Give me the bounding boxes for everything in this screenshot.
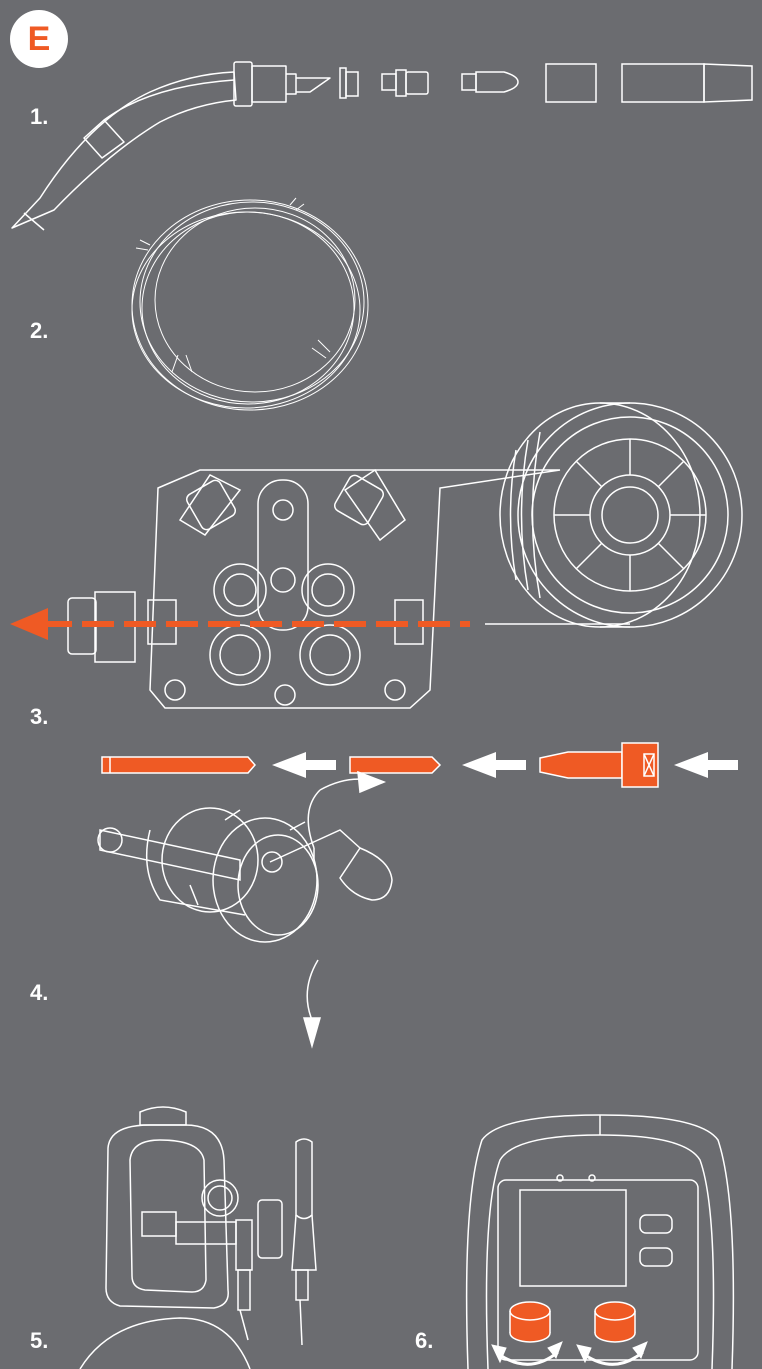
section-badge: E [10, 10, 68, 68]
wire-feeder-illustration [67, 468, 561, 709]
wire-spool-illustration [485, 402, 743, 628]
control-knobs [509, 1301, 636, 1343]
coiled-wire-illustration [131, 197, 369, 411]
contact-tip-parts [339, 63, 753, 103]
wire-path-arrow [10, 608, 470, 640]
step-3-number: 3. [30, 704, 49, 729]
step-1-number: 1. [30, 104, 49, 129]
section-letter: E [27, 19, 51, 58]
step-2-number: 2. [30, 318, 49, 343]
gas-cylinder-illustration [79, 1106, 317, 1369]
spool-hub-illustration [97, 770, 393, 1049]
step-6-number: 6. [415, 1328, 434, 1353]
direction-arrows [272, 752, 738, 778]
knob-rotation-arrows [491, 1341, 648, 1366]
mig-torch-illustration [11, 61, 331, 231]
control-panel-illustration [465, 1114, 735, 1369]
step-5-number: 5. [30, 1328, 49, 1353]
step-4-number: 4. [30, 980, 49, 1005]
liner-parts-row [101, 742, 659, 788]
